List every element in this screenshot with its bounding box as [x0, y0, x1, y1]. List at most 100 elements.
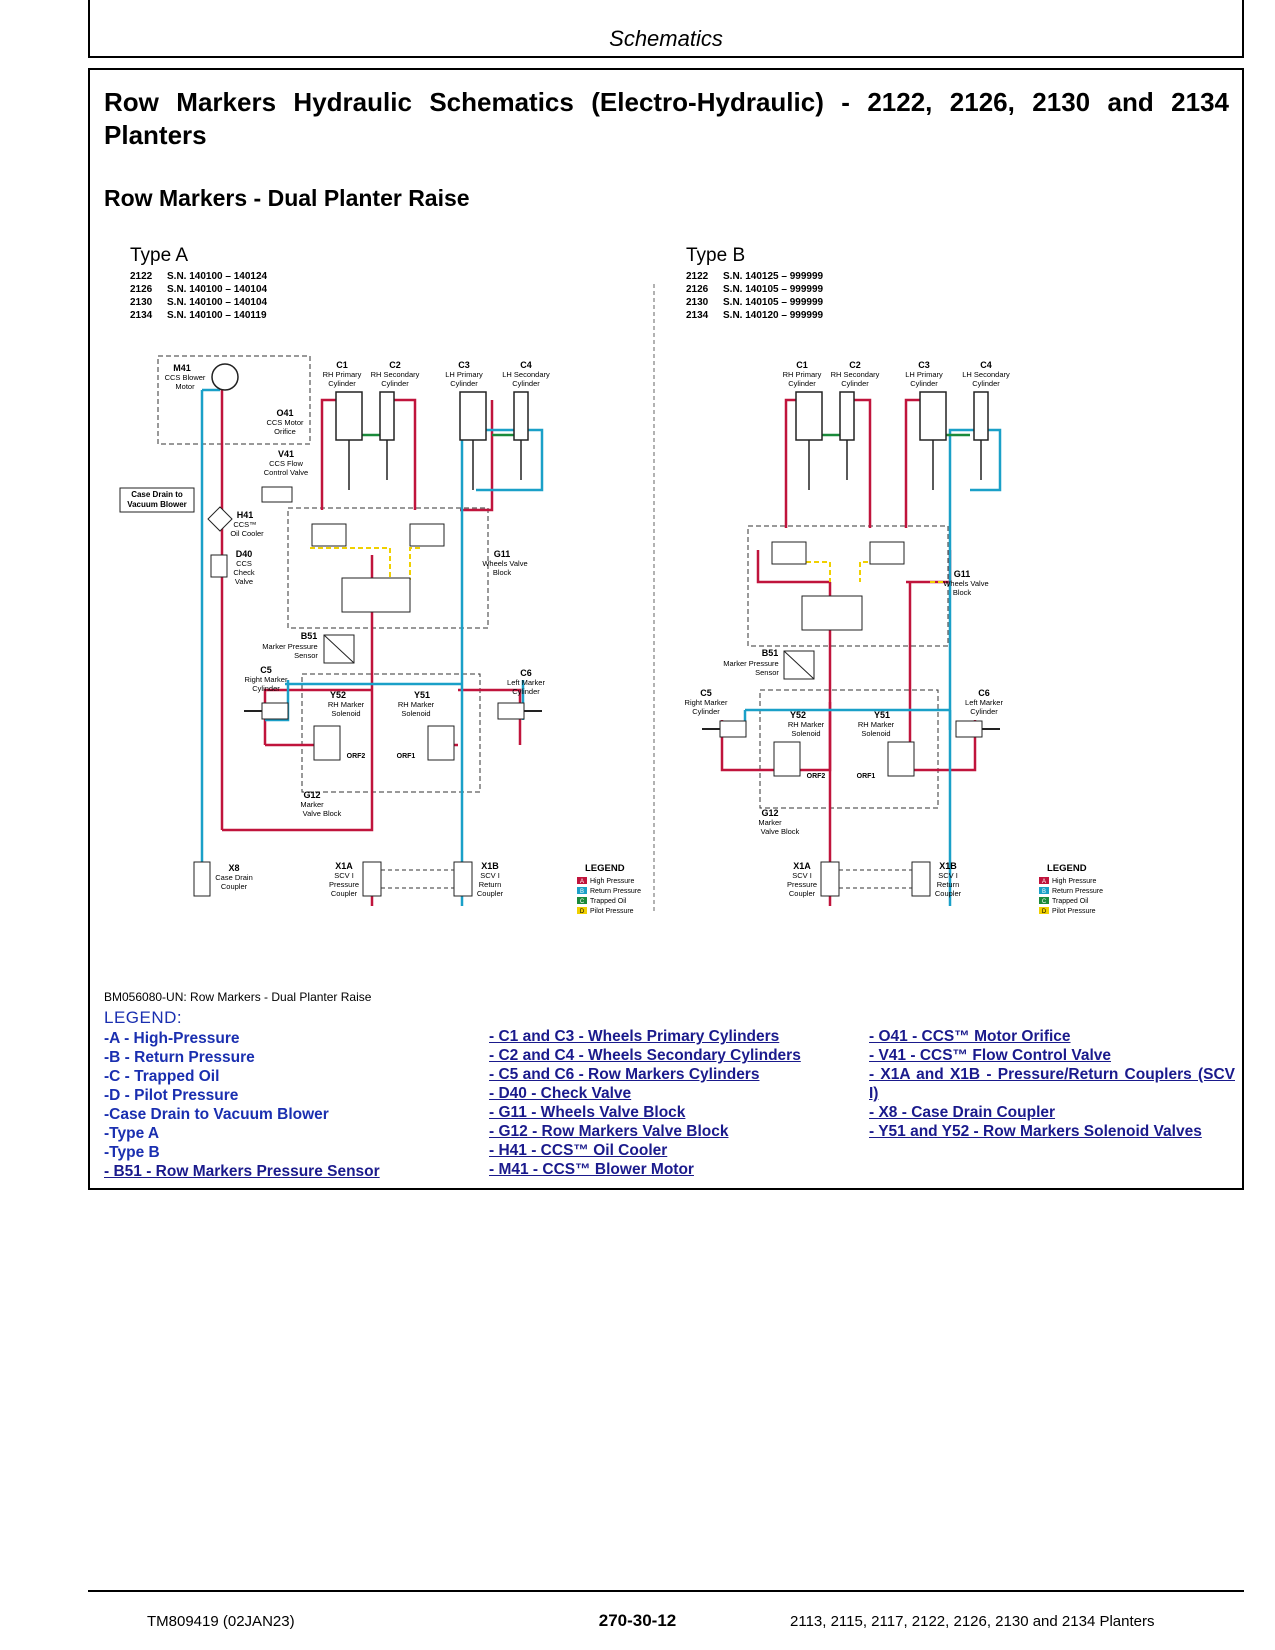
type-a-model: 2134: [130, 310, 153, 321]
legend-link-y51-y52[interactable]: - Y51 and Y52 - Row Markers Solenoid Val…: [869, 1122, 1235, 1141]
g12-label: Marker: [300, 800, 324, 809]
b51-label-b: Sensor: [755, 668, 779, 677]
legend-label: Return Pressure: [590, 888, 641, 895]
legend-link-text[interactable]: - D40 - Check Valve: [489, 1085, 632, 1102]
type-b-legend: LEGEND A High Pressure B Return Pressure…: [1039, 863, 1103, 915]
g12-label: Valve Block: [303, 809, 342, 818]
legend-link-x1a-x1b[interactable]: - X1A and X1B - Pressure/Return Couplers…: [869, 1065, 1235, 1103]
c3-label-b: LH Primary: [905, 370, 943, 379]
c6-label-b: Left Marker: [965, 698, 1003, 707]
legend-link-m41[interactable]: - M41 - CCS™ Blower Motor: [489, 1160, 801, 1179]
legend-link-b51[interactable]: - B51 - Row Markers Pressure Sensor: [104, 1162, 380, 1181]
y52-solenoid-symbol-b: [773, 741, 801, 777]
c5-label: Cylinder: [252, 684, 280, 693]
legend-link-text[interactable]: - G11 - Wheels Valve Block: [489, 1104, 686, 1121]
b51-label: Marker Pressure: [262, 642, 317, 651]
x1a-label-b: SCV I: [792, 871, 812, 880]
y51-solenoid-symbol: [427, 725, 455, 761]
c6-label: Left Marker: [507, 678, 545, 687]
legend-link-h41[interactable]: - H41 - CCS™ Oil Cooler: [489, 1141, 801, 1160]
legend-link-text[interactable]: - X1A and X1B - Pressure/Return Couplers…: [869, 1066, 1235, 1102]
legend-link-text[interactable]: - X8 - Case Drain Coupler: [869, 1104, 1056, 1121]
legend-link-c2-c4[interactable]: - C2 and C4 - Wheels Secondary Cylinders: [489, 1046, 801, 1065]
x1a-coupler-symbol: [362, 861, 382, 897]
y51-solenoid-symbol-b: [887, 741, 915, 777]
c1-label-b: Cylinder: [788, 379, 816, 388]
footer-rule: [88, 1590, 1244, 1592]
c6-code-b: C6: [978, 688, 990, 698]
legend-link-d40[interactable]: - D40 - Check Valve: [489, 1084, 801, 1103]
d40-label: Check: [233, 568, 255, 577]
type-b-sn: S.N. 140120 – 999999: [723, 310, 824, 321]
legend-link-c1-c3[interactable]: - C1 and C3 - Wheels Primary Cylinders: [489, 1027, 801, 1046]
y52-label-b: Solenoid: [791, 729, 820, 738]
d40-label: Valve: [235, 577, 253, 586]
c3-code-b: C3: [918, 360, 930, 370]
type-a-sn: S.N. 140100 – 140119: [167, 310, 267, 321]
c6-cylinder: [497, 702, 525, 720]
legend-link-o41[interactable]: - O41 - CCS™ Motor Orifice: [869, 1027, 1235, 1046]
type-b-model: 2130: [686, 297, 709, 308]
h41-code: H41: [237, 510, 254, 520]
x1b-label-b: Coupler: [935, 889, 962, 898]
x1b-label-b: SCV I: [938, 871, 958, 880]
c1-label-b: RH Primary: [783, 370, 822, 379]
legend-item-case-drain[interactable]: -Case Drain to Vacuum Blower: [104, 1106, 329, 1123]
m41-enclosure: [157, 355, 311, 445]
type-a-sn: S.N. 140100 – 140104: [167, 297, 268, 308]
c6-label: Cylinder: [512, 687, 540, 696]
legend-link-text[interactable]: - B51 - Row Markers Pressure Sensor: [104, 1163, 380, 1180]
legend-key: B: [1042, 889, 1046, 895]
legend-link-text[interactable]: - C5 and C6 - Row Markers Cylinders: [489, 1066, 760, 1083]
legend-swatch-b-b: [1039, 887, 1049, 894]
c3-cylinder-b: [919, 391, 947, 441]
g11-label: Wheels Valve: [482, 559, 527, 568]
legend-item-d[interactable]: -D - Pilot Pressure: [104, 1087, 239, 1104]
legend-link-x8[interactable]: - X8 - Case Drain Coupler: [869, 1103, 1235, 1122]
legend-column-2: - C1 and C3 - Wheels Primary Cylinders -…: [489, 1027, 801, 1179]
g11-enclosure: [287, 507, 489, 629]
c3-label: Cylinder: [450, 379, 478, 388]
legend-link-v41[interactable]: - V41 - CCS™ Flow Control Valve: [869, 1046, 1235, 1065]
x1a-code-b: X1A: [793, 861, 811, 871]
legend-column-3: - O41 - CCS™ Motor Orifice - V41 - CCS™ …: [869, 1027, 1235, 1141]
g11-label: Block: [493, 568, 512, 577]
g12-enclosure: [301, 673, 481, 793]
c1-label: RH Primary: [323, 370, 362, 379]
case-drain-box: [119, 487, 195, 513]
v41-code: V41: [278, 449, 294, 459]
type-b-diagram: Type B 2122 S.N. 140125 – 999999 2126 S.…: [685, 245, 1104, 915]
legend-item-type-b[interactable]: -Type B: [104, 1144, 160, 1161]
legend-link-g11[interactable]: - G11 - Wheels Valve Block: [489, 1103, 801, 1122]
c2-cylinder-b: [839, 391, 855, 441]
legend-link-c5-c6[interactable]: - C5 and C6 - Row Markers Cylinders: [489, 1065, 801, 1084]
legend-item-c[interactable]: -C - Trapped Oil: [104, 1068, 220, 1085]
legend-link-text[interactable]: - M41 - CCS™ Blower Motor: [489, 1161, 694, 1178]
legend-link-text[interactable]: - C1 and C3 - Wheels Primary Cylinders: [489, 1028, 780, 1045]
c2-code-b: C2: [849, 360, 861, 370]
g12-enclosure-b: [759, 689, 939, 809]
g11-label-b: Wheels Valve: [943, 579, 988, 588]
x1b-code-b: X1B: [939, 861, 957, 871]
legend-swatch-d: [577, 907, 587, 914]
g11-valve-center-b: [801, 595, 863, 631]
legend-link-text[interactable]: - G12 - Row Markers Valve Block: [489, 1123, 729, 1140]
legend-label: Trapped Oil: [1052, 898, 1089, 905]
x1b-label: Coupler: [477, 889, 504, 898]
footer-doc-id: TM809419 (02JAN23): [147, 1613, 295, 1630]
legend-label: High Pressure: [590, 878, 634, 885]
legend-link-text[interactable]: - V41 - CCS™ Flow Control Valve: [869, 1047, 1112, 1064]
legend-swatch-c-b: [1039, 897, 1049, 904]
legend-link-text[interactable]: - O41 - CCS™ Motor Orifice: [869, 1028, 1071, 1045]
legend-link-text[interactable]: - H41 - CCS™ Oil Cooler: [489, 1142, 668, 1159]
y52-label: RH Marker: [328, 700, 365, 709]
legend-item-a[interactable]: -A - High-Pressure: [104, 1030, 240, 1047]
type-b-sn: S.N. 140105 – 999999: [723, 297, 824, 308]
legend-item-b[interactable]: -B - Return Pressure: [104, 1049, 255, 1066]
legend-link-text[interactable]: - Y51 and Y52 - Row Markers Solenoid Val…: [869, 1123, 1202, 1140]
legend-link-g12[interactable]: - G12 - Row Markers Valve Block: [489, 1122, 801, 1141]
x1a-label-b: Coupler: [789, 889, 816, 898]
legend-item-type-a[interactable]: -Type A: [104, 1125, 160, 1142]
legend-link-text[interactable]: - C2 and C4 - Wheels Secondary Cylinders: [489, 1047, 801, 1064]
legend-swatch-a-b: [1039, 877, 1049, 884]
